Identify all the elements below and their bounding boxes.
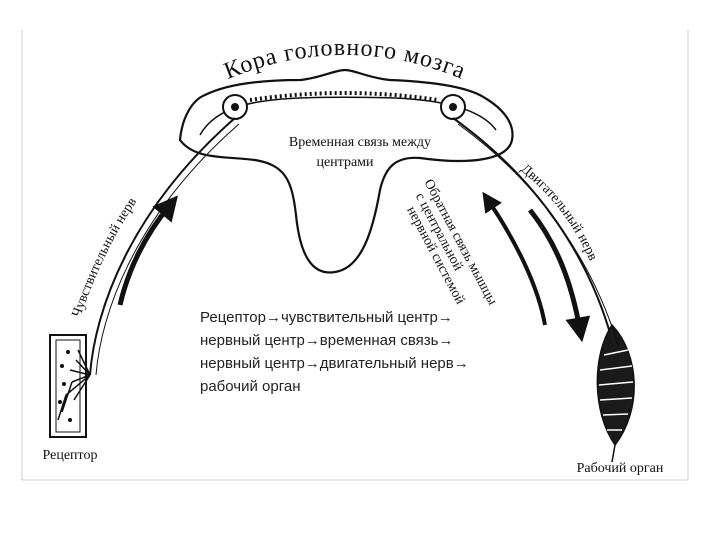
motor-nerve-path-inner xyxy=(457,123,619,346)
receptor-box xyxy=(49,334,91,438)
sensory-nerve-label: Чувствительный нерв xyxy=(70,195,141,319)
feedback-label: Обратная связь мышцы с центральной нервн… xyxy=(403,177,500,308)
temporary-link-label-line2: центрами xyxy=(316,155,374,170)
motor-nerve-path xyxy=(452,117,613,341)
reflex-chain-line1: Рецептор→чувствительный центр→ xyxy=(200,309,453,326)
reflex-chain-line4: рабочий орган xyxy=(200,378,300,395)
reflex-chain-line2: нервный центр→временная связь→ xyxy=(200,332,453,349)
reflex-chain-line3: нервный центр→двигательный нерв→ xyxy=(200,355,469,372)
brain-cortex-outline xyxy=(178,68,514,274)
temporary-link-line xyxy=(249,91,439,102)
working-organ-label: Рабочий орган xyxy=(577,461,664,476)
sensory-nerve-path xyxy=(89,117,236,376)
sensory-direction-arrow xyxy=(117,195,179,306)
receptor-label: Рецептор xyxy=(43,448,98,463)
motor-center-neuron xyxy=(440,94,466,120)
feedback-direction-arrow xyxy=(482,191,547,326)
working-organ-muscle xyxy=(596,323,635,463)
sensory-center-neuron xyxy=(222,94,248,120)
sensory-nerve-path-inner xyxy=(95,123,240,376)
motor-direction-arrow xyxy=(528,208,591,343)
temporary-link-label-line1: Временная связь между xyxy=(289,135,431,150)
diagram-title: Кора головного мозга xyxy=(221,35,470,85)
